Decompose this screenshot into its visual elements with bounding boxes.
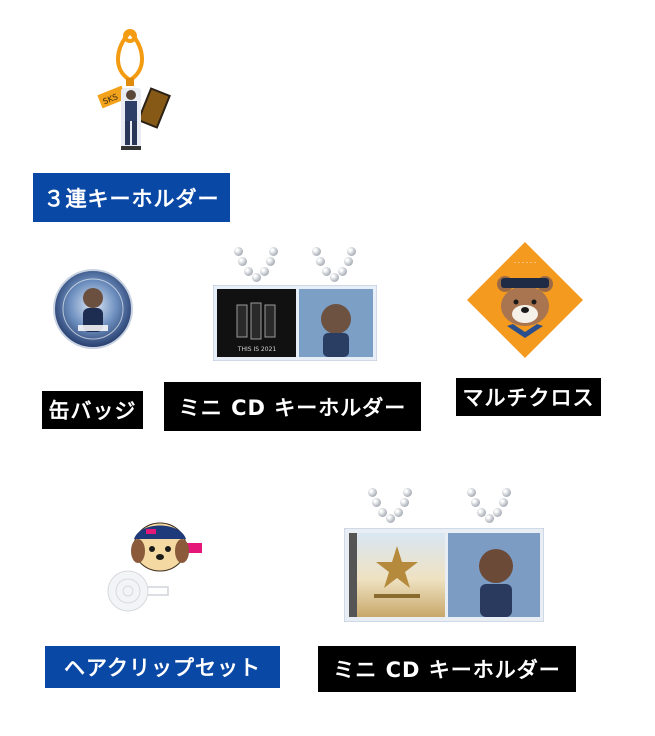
ball-chain-icon	[234, 247, 278, 287]
svg-text:THIS IS 2021: THIS IS 2021	[237, 346, 277, 353]
product-hair-clip-set	[100, 517, 212, 615]
can-badge-icon	[53, 269, 133, 349]
product-mini-cd-keychain-black: THIS IS 2021	[212, 284, 378, 362]
product-mini-cd-keychain-gold	[343, 527, 545, 623]
product-label: マルチクロス	[456, 378, 601, 416]
product-label: ヘアクリップセット	[45, 646, 280, 688]
ball-chain-icon	[467, 488, 511, 528]
ball-chain-icon	[368, 488, 412, 528]
product-triple-keychain: SKS	[85, 28, 185, 160]
mini-cd-keychain-icon	[343, 527, 545, 623]
triple-keychain-icon: SKS	[97, 29, 171, 150]
product-can-badge	[52, 268, 134, 350]
multi-cloth-icon: - - - - - -	[467, 242, 583, 358]
product-multi-cloth: - - - - - -	[465, 240, 585, 360]
product-label: ミニ CD キーホルダー	[164, 382, 421, 431]
mini-cd-keychain-icon: THIS IS 2021	[212, 284, 378, 362]
ball-chain-icon	[312, 247, 356, 287]
svg-text:- - - - - -: - - - - - -	[514, 259, 537, 266]
product-label: 缶バッジ	[42, 391, 143, 429]
product-label: ３連キーホルダー	[33, 173, 230, 222]
hair-clip-set-icon	[107, 522, 202, 612]
product-label: ミニ CD キーホルダー	[318, 646, 576, 692]
